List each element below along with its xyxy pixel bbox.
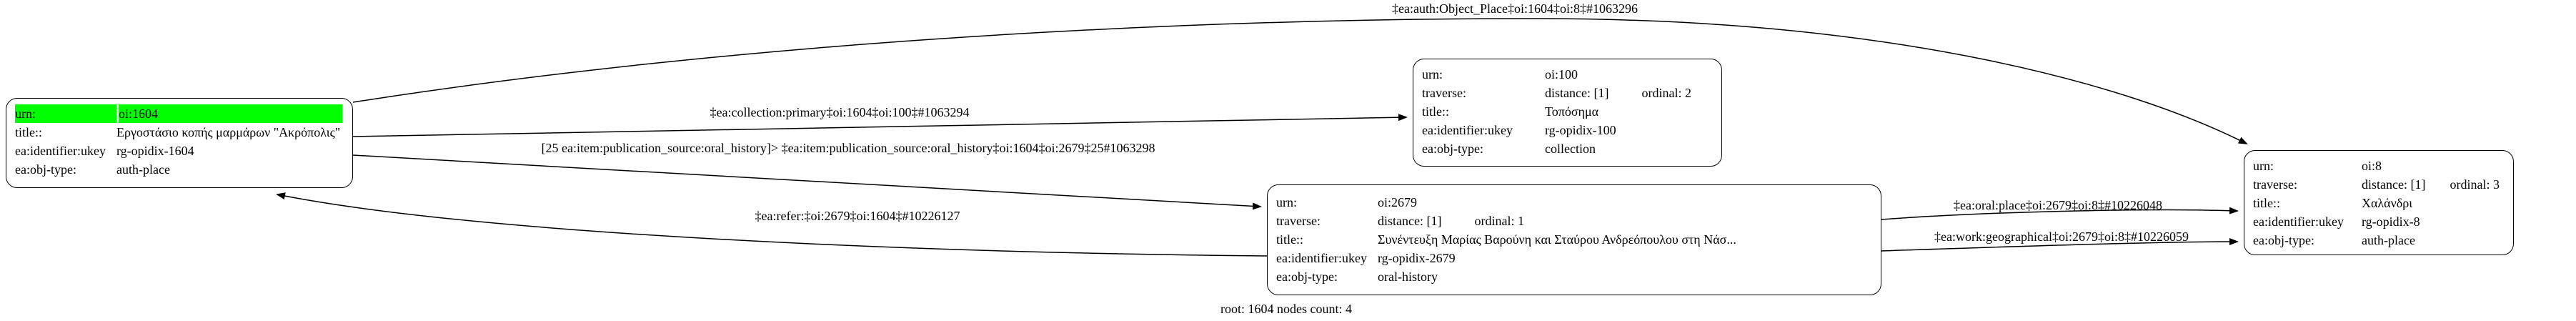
field-key: title:: bbox=[15, 125, 42, 139]
row-objtype: ea:obj-type: auth-place bbox=[2244, 231, 2513, 250]
edge-collection-primary bbox=[352, 114, 1408, 137]
field-key: urn: bbox=[2253, 159, 2274, 173]
field-key: ea:obj-type: bbox=[1422, 142, 1483, 156]
field-ordinal: ordinal: 3 bbox=[2450, 177, 2500, 192]
field-key: ea:obj-type: bbox=[2253, 233, 2314, 247]
field-value: distance: [1] bbox=[2362, 177, 2426, 192]
node-oi-8[interactable]: urn: oi:8 traverse: distance: [1] ordina… bbox=[2244, 150, 2514, 255]
edge-label-collection-primary: ‡ea:collection:primary‡oi:1604‡oi:100‡#1… bbox=[710, 105, 970, 119]
edge-refer bbox=[276, 192, 1268, 257]
field-key: urn: bbox=[1422, 67, 1443, 82]
field-value: oi:2679 bbox=[1378, 195, 1418, 209]
row-title: title:: Εργοστάσιο κοπής μαρμάρων "Ακρόπ… bbox=[6, 123, 352, 142]
row-identifier: ea:identifier:ukey rg-opidix-100 bbox=[1413, 121, 1721, 139]
field-value: rg-opidix-2679 bbox=[1378, 251, 1456, 265]
node-oi-100[interactable]: urn: oi:100 traverse: distance: [1] ordi… bbox=[1413, 59, 1722, 167]
field-key: title:: bbox=[1422, 104, 1449, 119]
field-ordinal: ordinal: 1 bbox=[1474, 214, 1524, 228]
field-value: distance: [1] bbox=[1378, 214, 1442, 228]
row-identifier: ea:identifier:ukey rg-opidix-2679 bbox=[1268, 249, 1881, 267]
field-value: auth-place bbox=[2362, 233, 2415, 247]
row-objtype: ea:obj-type: collection bbox=[1413, 139, 1721, 158]
field-key: urn: bbox=[1276, 195, 1297, 209]
field-value: collection bbox=[1545, 142, 1596, 156]
row-objtype: ea:obj-type: oral-history bbox=[1268, 267, 1881, 286]
graph-footer: root: 1604 nodes count: 4 bbox=[1220, 302, 1352, 316]
field-key: traverse: bbox=[2253, 177, 2297, 192]
field-key: traverse: bbox=[1422, 86, 1466, 100]
row-title: title:: Συνέντευξη Μαρίας Βαρούνη και Στ… bbox=[1268, 230, 1881, 249]
row-objtype: ea:obj-type: auth-place bbox=[6, 160, 352, 179]
edge-auth-object-place bbox=[352, 18, 2248, 144]
field-value: oi:1604 bbox=[119, 104, 342, 123]
field-value: oi:8 bbox=[2362, 159, 2382, 173]
field-value: rg-opidix-8 bbox=[2362, 214, 2420, 229]
field-key: ea:identifier:ukey bbox=[15, 144, 106, 158]
row-identifier: ea:identifier:ukey rg-opidix-1604 bbox=[6, 142, 352, 160]
field-key: ea:obj-type: bbox=[1276, 270, 1338, 284]
row-urn: urn: oi:8 bbox=[2244, 157, 2513, 175]
field-value: rg-opidix-100 bbox=[1545, 123, 1616, 137]
edge-oral-place bbox=[1881, 207, 2239, 220]
edge-label-item-publication-source: [25 ea:item:publication_source:oral_hist… bbox=[541, 141, 1155, 155]
field-value: oi:100 bbox=[1545, 67, 1578, 82]
row-identifier: ea:identifier:ukey rg-opidix-8 bbox=[2244, 212, 2513, 231]
row-title: title:: Τοπόσημα bbox=[1413, 102, 1721, 121]
field-value: distance: [1] bbox=[1545, 86, 1609, 100]
row-traverse: traverse: distance: [1] ordinal: 2 bbox=[1413, 84, 1721, 102]
node-oi-1604[interactable]: urn: oi:1604 title:: Εργοστάσιο κοπής μα… bbox=[6, 98, 353, 188]
row-urn: urn: oi:2679 bbox=[1268, 193, 1881, 212]
field-key: ea:identifier:ukey bbox=[1276, 251, 1367, 265]
field-key: title:: bbox=[2253, 196, 2280, 210]
field-key: urn: bbox=[15, 104, 116, 123]
node-oi-2679[interactable]: urn: oi:2679 traverse: distance: [1] ord… bbox=[1267, 184, 1881, 295]
edge-label-refer: ‡ea:refer:‡oi:2679‡oi:1604‡#10226127 bbox=[755, 209, 960, 223]
field-value: Τοπόσημα bbox=[1545, 104, 1599, 119]
field-ordinal: ordinal: 2 bbox=[1641, 86, 1691, 100]
row-title: title:: Χαλάνδρι bbox=[2244, 194, 2513, 212]
field-value: Εργοστάσιο κοπής μαρμάρων "Ακρόπολις" bbox=[116, 125, 341, 139]
field-value: auth-place bbox=[116, 162, 170, 177]
edge-item-publication-source bbox=[352, 154, 1262, 210]
row-traverse: traverse: distance: [1] ordinal: 1 bbox=[1268, 212, 1881, 230]
row-urn: urn: oi:1604 bbox=[6, 104, 352, 123]
edge-work-geographical bbox=[1881, 238, 2239, 252]
edge-label-work-geographical: ‡ea:work:geographical‡oi:2679‡oi:8‡#1022… bbox=[1934, 229, 2189, 244]
field-key: ea:identifier:ukey bbox=[2253, 214, 2344, 229]
field-value: Χαλάνδρι bbox=[2362, 196, 2413, 210]
field-key: ea:obj-type: bbox=[15, 162, 76, 177]
edge-label-oral-place: ‡ea:oral:place‡oi:2679‡oi:8‡#10226048 bbox=[1954, 198, 2162, 212]
field-value: rg-opidix-1604 bbox=[116, 144, 194, 158]
field-key: traverse: bbox=[1276, 214, 1321, 228]
field-value: oral-history bbox=[1378, 270, 1438, 284]
field-value: Συνέντευξη Μαρίας Βαρούνη και Σταύρου Αν… bbox=[1378, 232, 1736, 247]
row-urn: urn: oi:100 bbox=[1413, 65, 1721, 84]
edge-label-auth-object-place: ‡ea:auth:Object_Place‡oi:1604‡oi:8‡#1063… bbox=[1392, 1, 1638, 16]
field-key: ea:identifier:ukey bbox=[1422, 123, 1513, 137]
row-traverse: traverse: distance: [1] ordinal: 3 bbox=[2244, 175, 2513, 194]
field-key: title:: bbox=[1276, 232, 1303, 247]
